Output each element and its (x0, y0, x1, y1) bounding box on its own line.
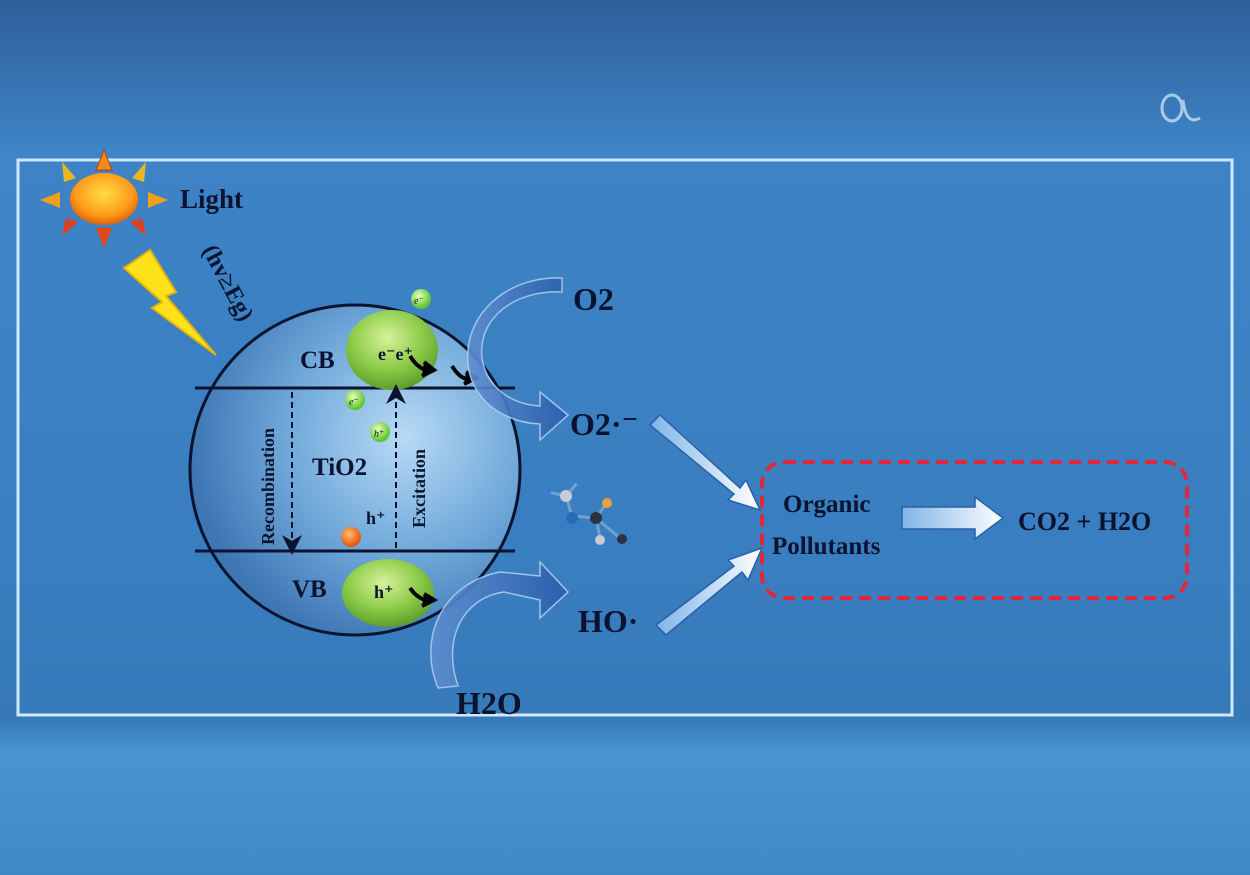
hydroxyl-label: HO· (578, 603, 638, 639)
superoxide-to-pollutant-arrow (648, 413, 762, 512)
h2o-oxidation-arrow (430, 560, 570, 689)
cb-label: CB (300, 347, 335, 374)
lightning-icon (122, 248, 217, 356)
oxygen-label: O2 (573, 281, 614, 317)
hydroxyl-to-pollutant-arrow (654, 546, 764, 637)
pollutant-reaction-box (760, 460, 1189, 600)
free-electron-dot-top (411, 289, 431, 309)
pollutant-label-line1: Organic (783, 491, 871, 518)
products-label: CO2 + H2O (1018, 507, 1151, 536)
water-label: H2O (456, 685, 522, 721)
vb-label: VB (292, 576, 327, 603)
conversion-arrow (901, 495, 1005, 541)
watermark-logo (1160, 93, 1201, 123)
superoxide-label: O2·⁻ (570, 406, 638, 442)
recombination-label: Recombination (258, 428, 278, 545)
free-hole-label-green: h⁺ (374, 429, 384, 440)
tio2-label: TiO2 (312, 454, 367, 481)
free-electron-label-top: e⁻ (414, 296, 424, 307)
light-label: Light (180, 184, 243, 214)
o2-reduction-arrow (466, 277, 570, 442)
molecule-icon (541, 475, 627, 545)
hole-label: h⁺ (366, 508, 386, 528)
vb-particle-label: h⁺ (374, 582, 394, 602)
hole-dot-orange (341, 527, 361, 547)
free-electron-dot (345, 390, 365, 410)
free-electron-label: e⁻ (349, 397, 359, 408)
pollutant-label-line2: Pollutants (772, 533, 881, 560)
tio2-sphere (188, 303, 522, 637)
vb-hole-blob (342, 559, 434, 627)
cb-particles-label: e⁻e⁺ (378, 344, 413, 364)
free-hole-dot-green (370, 422, 390, 442)
excitation-label: Excitation (409, 449, 429, 528)
cb-electron-blob (346, 310, 438, 390)
sun-icon (40, 148, 168, 248)
